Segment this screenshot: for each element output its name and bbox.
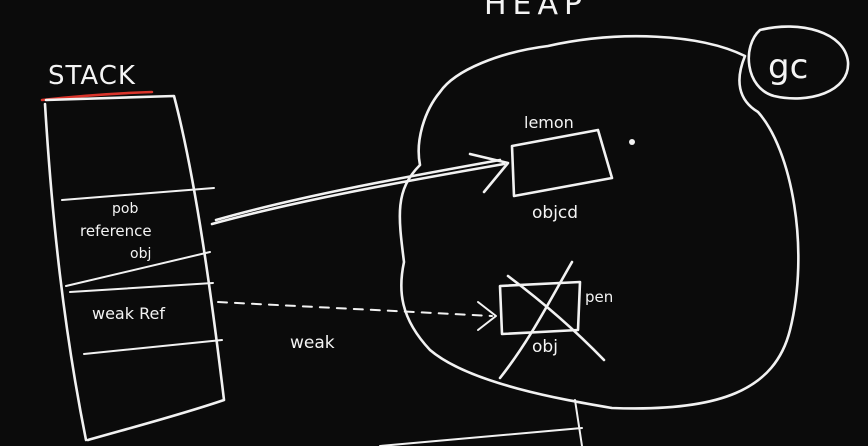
stack-right-wall	[44, 94, 226, 442]
gc-label: gc	[768, 47, 808, 87]
lemon-label: lemon	[524, 113, 574, 132]
stack-left-wall	[43, 102, 88, 442]
stack-title: STACK	[48, 61, 136, 91]
heap-title: HEAP	[484, 0, 588, 22]
strong-ref-line1: pob	[112, 201, 138, 217]
weak-caption: weak	[290, 333, 335, 353]
stack-divider-2	[65, 251, 211, 287]
strong-object-box	[510, 128, 614, 198]
weak-obj-label: obj	[532, 337, 558, 357]
cross-line-1	[506, 274, 606, 362]
stack-divider-3	[69, 282, 214, 293]
weak-reference-arrow	[217, 301, 493, 317]
strong-ref-line2: reference	[80, 222, 152, 240]
weak-ref-label: weak Ref	[92, 304, 165, 323]
strong-reference-arrow	[210, 162, 506, 226]
obj-cd-label: objcd	[532, 203, 578, 223]
strong-reference-arrowhead	[468, 152, 510, 194]
strong-reference-arrow-stroke2	[214, 158, 502, 222]
chalk-dot	[629, 139, 635, 145]
gc-circle	[747, 25, 850, 100]
stack-divider-1	[61, 187, 215, 201]
weak-reference-arrowhead	[477, 301, 497, 331]
heap-tail	[574, 399, 583, 446]
strong-ref-line3: obj	[130, 246, 151, 262]
heap-bottom-line	[379, 427, 583, 446]
cross-line-2	[498, 260, 574, 380]
weak-obj-side-label: pen	[585, 288, 613, 306]
weak-object-box	[498, 280, 582, 336]
stack-divider-4	[83, 339, 223, 355]
heap-cloud	[398, 34, 800, 410]
